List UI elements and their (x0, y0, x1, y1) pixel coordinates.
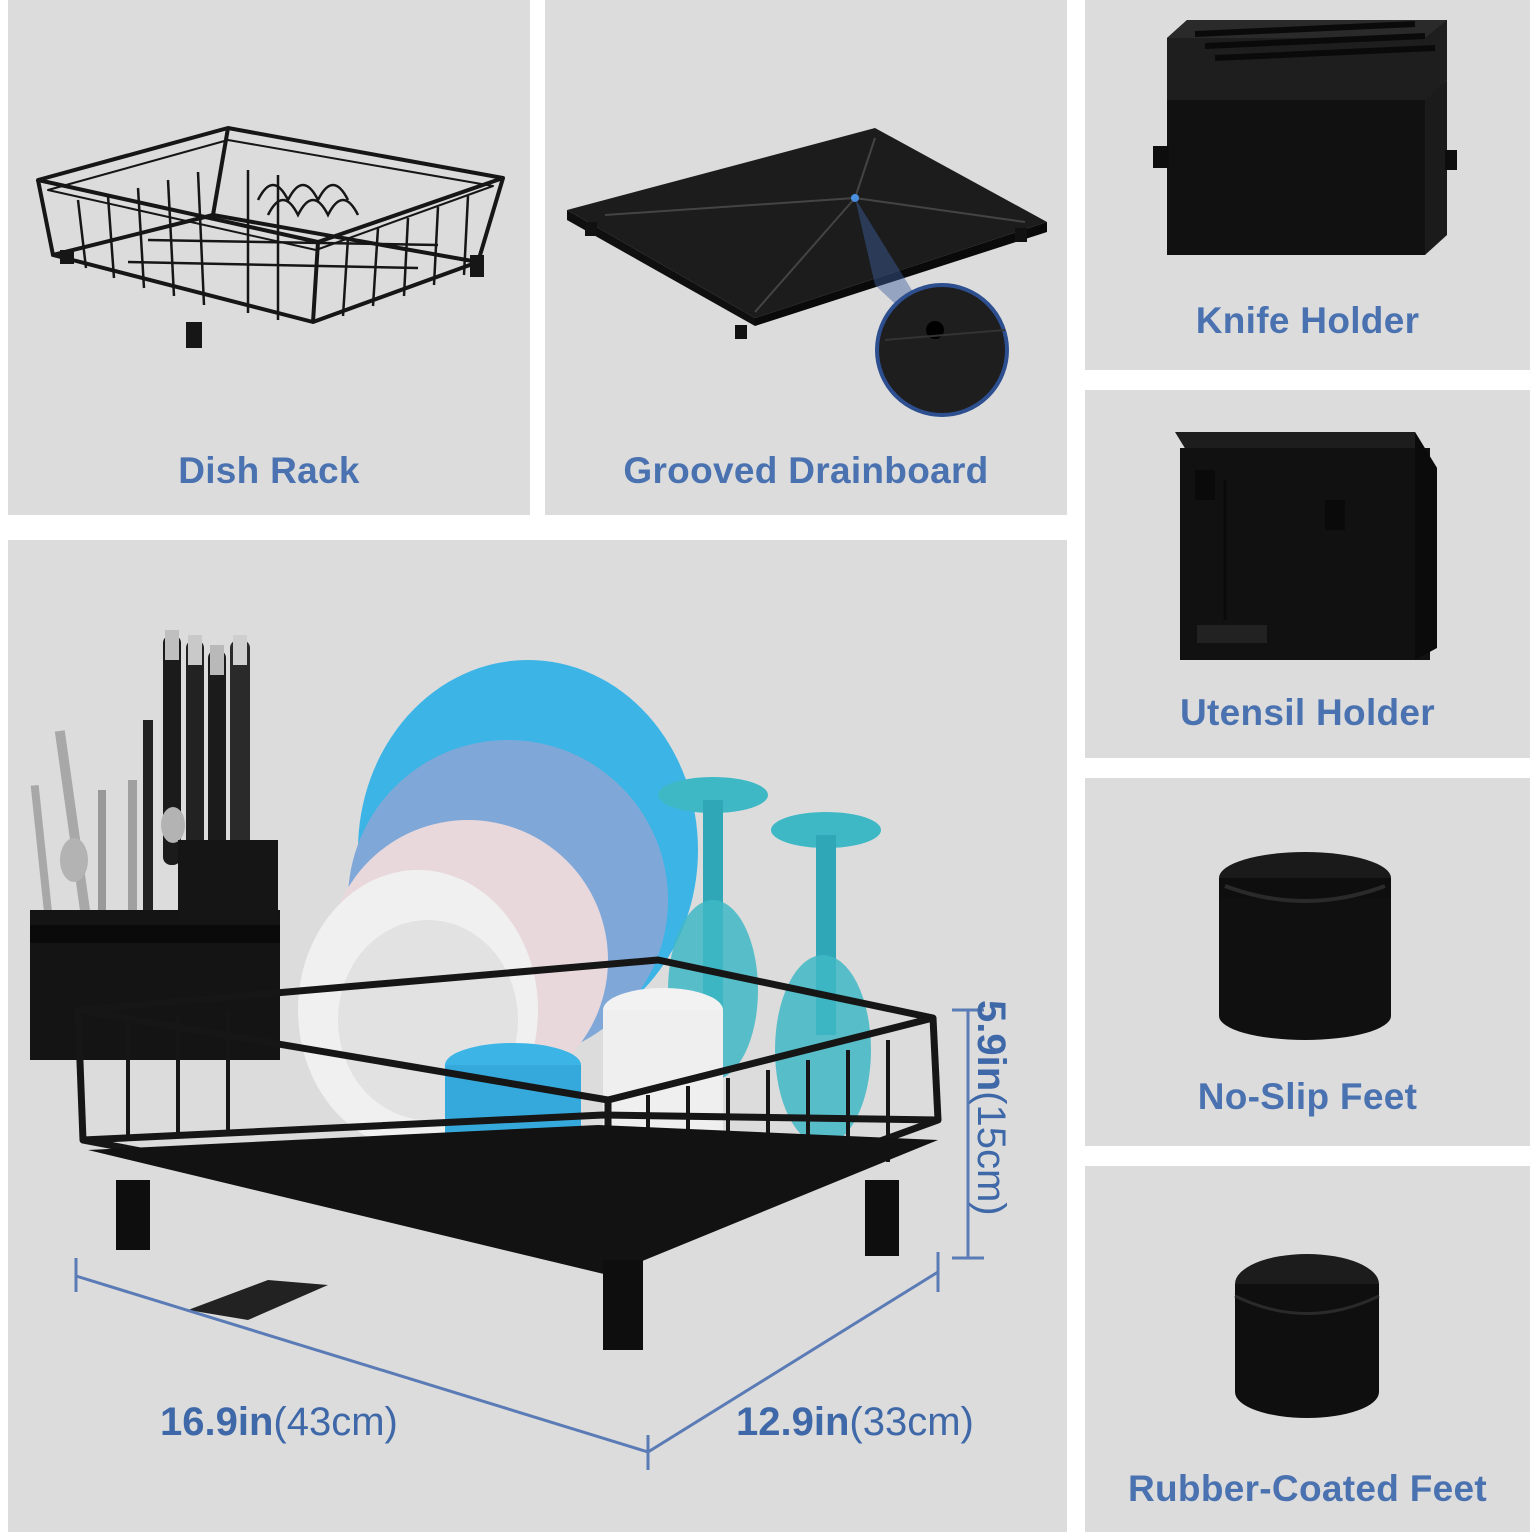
dimension-width: 16.9in(43cm) (160, 1400, 398, 1445)
dimension-depth-alt: (33cm) (849, 1400, 974, 1444)
panel-rubber-feet: Rubber-Coated Feet (1085, 1166, 1530, 1532)
dimension-width-alt: (43cm) (273, 1400, 398, 1444)
dish-rack-icon (36, 126, 505, 348)
dimension-height-value: 5.9in (969, 1000, 1013, 1092)
utensil-holder-icon (1175, 432, 1437, 660)
panel-main-product: 16.9in(43cm) 12.9in(33cm) 5.9in(15cm) (8, 540, 1067, 1532)
no-slip-feet-label: No-Slip Feet (1197, 1076, 1418, 1117)
dimension-depth: 12.9in(33cm) (736, 1400, 974, 1445)
dish-rack-label: Dish Rack (178, 450, 360, 491)
rubber-feet-label: Rubber-Coated Feet (1128, 1468, 1487, 1509)
knife-holder-icon (1153, 20, 1457, 255)
knife-holder-label: Knife Holder (1195, 300, 1420, 341)
rubber-feet-icon (1234, 1254, 1380, 1418)
drainboard-icon (567, 128, 1047, 417)
panel-drainboard: Grooved Drainboard (545, 0, 1067, 515)
dimension-width-value: 16.9in (160, 1400, 274, 1444)
dimension-height-alt: (15cm) (969, 1091, 1013, 1216)
panel-knife-holder: Knife Holder (1085, 0, 1530, 370)
utensil-holder-label: Utensil Holder (1179, 692, 1436, 733)
no-slip-feet-icon (1219, 852, 1391, 1040)
drainboard-label: Grooved Drainboard (623, 450, 989, 491)
cutlery-icon (30, 720, 185, 930)
dimension-depth-value: 12.9in (736, 1400, 850, 1444)
panel-utensil-holder: Utensil Holder (1085, 390, 1530, 758)
dish-rack-product-illustration (30, 630, 984, 1470)
knives-icon (163, 630, 250, 875)
panel-no-slip-feet: No-Slip Feet (1085, 778, 1530, 1146)
panel-dish-rack: Dish Rack (8, 0, 530, 515)
